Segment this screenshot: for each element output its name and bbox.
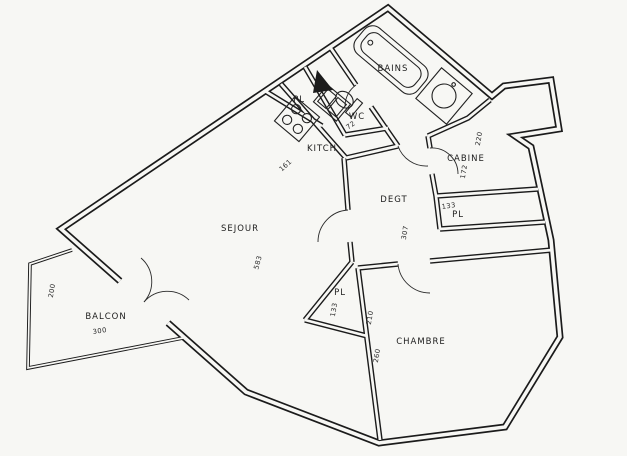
washbasin-icon — [415, 67, 473, 125]
dim-degt-307: 307 — [400, 225, 410, 240]
door-arc-icon — [397, 145, 429, 167]
room-label-kitch: KITCH — [307, 144, 337, 154]
room-label-chambre: CHAMBRE — [396, 337, 446, 347]
room-label-bains: BAINS — [378, 64, 409, 74]
dim-balcon-200: 200 — [47, 283, 57, 298]
room-label-sejour: SEJOUR — [221, 224, 259, 234]
kitchen-sink-icon — [312, 84, 352, 122]
walls-interior-white — [264, 46, 553, 441]
door-arc-icon — [317, 209, 349, 243]
balcony-outline-white — [27, 249, 184, 370]
room-label-pl-cabine: PL — [452, 210, 464, 220]
door-arc-icon — [344, 84, 357, 107]
dim-sejour-583: 583 — [252, 255, 263, 271]
bathtub-icon — [353, 25, 429, 95]
dimension-labels: 161 72 220 172 133 307 583 133 210 260 3… — [47, 119, 484, 363]
room-label-balcon: BALCON — [85, 312, 126, 322]
door-arc-icon — [143, 290, 190, 303]
walls-outer-white — [58, 5, 562, 445]
door-arc-icon — [429, 147, 459, 175]
dim-chambre-260: 260 — [372, 348, 382, 363]
dim-cabine-172: 172 — [459, 164, 469, 179]
room-label-pl-entry: PL — [293, 95, 305, 105]
fixtures — [273, 25, 473, 143]
room-label-degt: DEGT — [380, 195, 407, 205]
room-labels: BAINS WC PL KITCH CABINE DEGT PL SEJOUR … — [85, 64, 485, 347]
door-arcs — [140, 84, 459, 303]
dim-wc-72: 72 — [345, 119, 357, 131]
dim-balcon-300: 300 — [92, 326, 107, 336]
room-label-cabine: CABINE — [447, 154, 485, 164]
dim-kitchen-161: 161 — [278, 158, 294, 173]
door-arc-icon — [397, 263, 431, 294]
stove-icon — [273, 95, 321, 143]
entry-arrow-icon — [313, 70, 333, 93]
room-label-pl-chambre: PL — [334, 288, 346, 298]
dim-chambre-210: 210 — [365, 310, 375, 325]
dim-pl-cabine-133: 133 — [441, 201, 456, 211]
interior-walls — [263, 45, 553, 441]
dim-cabine-220: 220 — [474, 131, 484, 146]
door-arc-icon — [140, 257, 153, 303]
walls-interior-black — [263, 45, 553, 441]
room-label-wc: WC — [349, 112, 365, 122]
dim-pl-chambre-133: 133 — [329, 302, 339, 317]
